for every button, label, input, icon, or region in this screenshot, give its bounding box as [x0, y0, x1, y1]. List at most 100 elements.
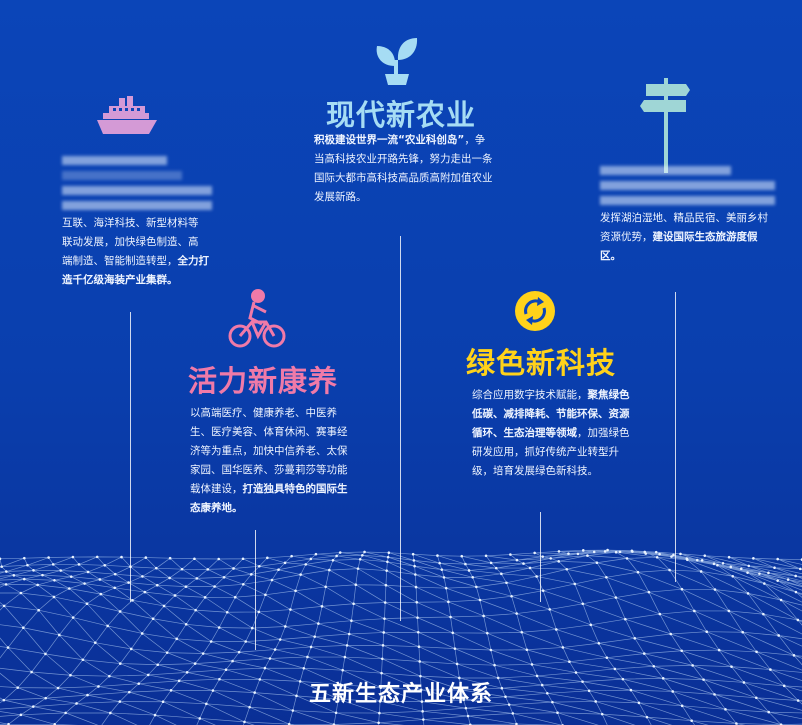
mesh-node — [742, 681, 746, 684]
mesh-node — [155, 583, 159, 587]
mesh-node — [244, 640, 248, 643]
mesh-node — [496, 676, 500, 680]
mesh-node — [64, 711, 67, 715]
mesh-node — [377, 721, 380, 725]
mesh-node — [194, 608, 197, 612]
mesh-node — [86, 570, 90, 574]
mesh-node — [379, 686, 383, 690]
mesh-node — [493, 663, 496, 667]
mesh-node — [515, 558, 519, 562]
mesh-node — [278, 638, 282, 641]
mesh-node — [23, 577, 26, 581]
mesh-node — [12, 574, 16, 577]
mesh-node — [595, 561, 599, 565]
mesh-node — [654, 550, 658, 554]
mesh-node — [546, 691, 549, 695]
mesh-node — [113, 586, 117, 590]
mesh-node — [420, 700, 424, 703]
mesh-node — [287, 722, 291, 725]
mesh-node — [291, 709, 295, 712]
mesh-node — [478, 598, 482, 602]
mesh-node — [565, 567, 569, 571]
mesh-node — [727, 609, 731, 613]
mesh-node — [520, 630, 524, 634]
mesh-node — [442, 576, 446, 579]
mesh-node — [248, 705, 251, 709]
mesh-node — [576, 552, 580, 556]
mesh-node — [253, 691, 256, 694]
mesh-node — [731, 574, 735, 578]
mesh-node — [270, 578, 274, 582]
mesh-node — [294, 589, 297, 593]
mesh-node — [453, 647, 457, 650]
mesh-node — [670, 555, 673, 558]
health-text: 以高端医疗、健康养老、中医养生、医疗美容、体育休闲、赛事经济等为重点，加快中信养… — [190, 407, 348, 495]
mesh-node — [414, 585, 418, 589]
ocean-highlight: 全力打造千亿级海装产业集群。 — [62, 255, 209, 286]
mesh-node — [19, 591, 23, 595]
mesh-node — [306, 655, 309, 659]
mesh-node — [22, 626, 25, 630]
mesh-node — [556, 711, 559, 715]
mesh-node — [554, 628, 558, 631]
mesh-node — [700, 559, 704, 562]
mesh-node — [685, 558, 689, 562]
mesh-node — [548, 608, 552, 611]
mesh-node — [581, 602, 585, 606]
mesh-node — [320, 605, 324, 608]
mesh-node — [438, 561, 441, 565]
mesh-node — [258, 564, 261, 568]
mesh-node — [606, 548, 609, 552]
mesh-node — [735, 722, 738, 725]
mesh-node — [217, 626, 221, 629]
mesh-node — [633, 637, 637, 640]
mesh-node — [455, 662, 459, 666]
mesh-node — [387, 551, 391, 555]
mesh-node — [794, 574, 797, 578]
mesh-node — [378, 711, 381, 715]
connector-line — [400, 236, 401, 621]
mesh-node — [201, 652, 205, 655]
mesh-node — [4, 583, 8, 586]
mesh-node — [137, 682, 141, 685]
mesh-node — [198, 717, 202, 720]
mesh-node — [36, 583, 39, 587]
mesh-node — [668, 568, 671, 572]
mesh-node — [5, 570, 8, 573]
mesh-node — [86, 693, 89, 697]
mesh-node — [69, 673, 72, 677]
mesh-node — [631, 550, 634, 553]
mesh-node — [97, 685, 100, 688]
mesh-node — [341, 668, 344, 672]
mesh-node — [339, 683, 342, 686]
mesh-node — [574, 671, 578, 674]
mesh-node — [354, 583, 358, 587]
mesh-node — [83, 582, 86, 585]
mesh-node — [295, 694, 298, 698]
mesh-node — [358, 557, 362, 561]
mesh-node — [624, 617, 627, 621]
mesh-node — [721, 561, 725, 565]
mesh-node — [289, 608, 292, 611]
mesh-node — [568, 660, 571, 663]
mesh-node — [211, 689, 215, 692]
mesh-node — [625, 557, 629, 560]
mesh-node — [747, 564, 751, 568]
mesh-node — [422, 718, 425, 721]
mesh-node — [515, 612, 518, 615]
tech-title: 绿色新科技 — [466, 346, 617, 380]
mesh-node — [557, 560, 561, 563]
mesh-node — [378, 700, 382, 703]
mesh-node — [161, 700, 165, 704]
mesh-node — [762, 612, 765, 616]
mesh-node — [464, 706, 468, 710]
mesh-node — [98, 578, 102, 581]
mesh-node — [184, 623, 188, 626]
tech-description: 综合应用数字技术赋能，聚焦绿色低碳、减排降耗、节能环保、资源循环、生态治理等领域… — [472, 386, 638, 481]
mesh-node — [347, 632, 351, 636]
mesh-node — [127, 690, 131, 694]
mesh-node — [298, 680, 302, 683]
health-description: 以高端医疗、健康养老、中医养生、医疗美容、体育休闲、赛事经济等为重点，加快中信养… — [190, 404, 350, 518]
mesh-node — [642, 652, 646, 655]
